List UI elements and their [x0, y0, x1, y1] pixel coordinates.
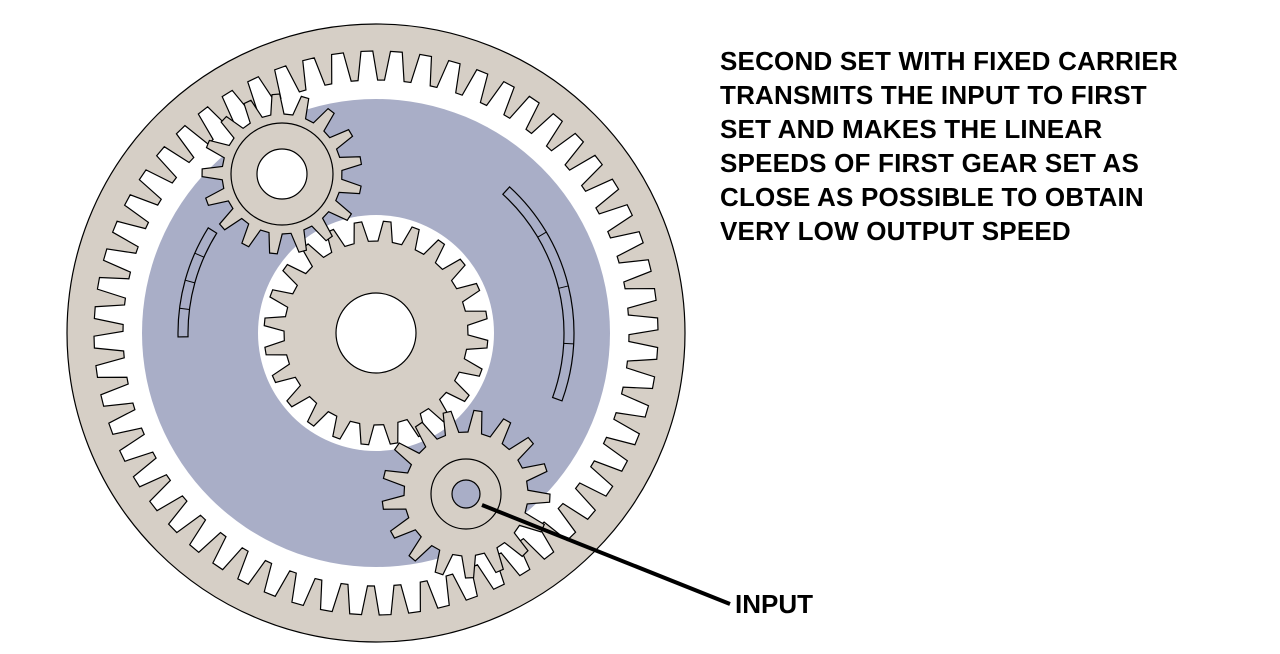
sun-gear	[258, 215, 494, 451]
description-line: VERY LOW OUTPUT SPEED	[720, 216, 1071, 246]
carrier-slot-right	[502, 186, 575, 402]
description-line: CLOSE AS POSSIBLE TO OBTAIN	[720, 182, 1144, 212]
ring-gear-outer-circle	[66, 23, 686, 643]
carrier-slots	[177, 186, 575, 402]
slot-tick	[194, 252, 205, 258]
slot-tick	[185, 279, 195, 284]
slot-tick	[179, 307, 190, 311]
planet-gear-upper	[201, 93, 363, 255]
input-label: INPUT	[735, 589, 813, 619]
description-line: SPEEDS OF FIRST GEAR SET AS	[720, 148, 1140, 178]
planet-gear-input	[381, 409, 551, 579]
planet-input-hub	[430, 458, 502, 530]
planet-upper-bore	[256, 148, 308, 200]
planet-upper-hub	[230, 122, 334, 226]
description-text: SECOND SET WITH FIXED CARRIER TRANSMITS …	[720, 44, 1260, 248]
description-line: SET AND MAKES THE LINEAR	[720, 114, 1103, 144]
planet-input-bore	[451, 479, 481, 509]
slot-tick	[558, 285, 569, 289]
ring-gear	[66, 23, 686, 643]
description-line: TRANSMITS THE INPUT TO FIRST	[720, 80, 1147, 110]
input-leader-line	[481, 503, 731, 606]
slot-tick	[537, 231, 547, 238]
sun-gear-bore	[335, 292, 417, 374]
description-line: SECOND SET WITH FIXED CARRIER	[720, 46, 1178, 76]
slot-tick	[563, 342, 574, 345]
